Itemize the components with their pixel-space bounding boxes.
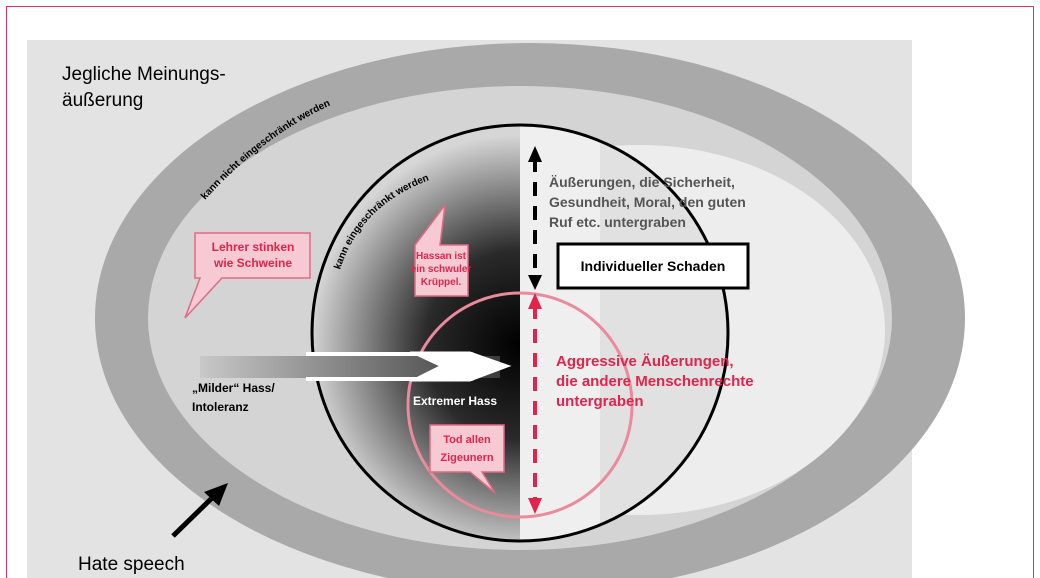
any-expression-label-line1: Jegliche Meinungs-	[62, 64, 226, 85]
arrow-outline	[306, 352, 502, 381]
restrictable-circle	[310, 123, 730, 543]
speech-bubble-gypsies	[429, 424, 505, 494]
bubble3-line2: Zigeunern	[440, 452, 493, 464]
right-text-line3: Ruf etc. untergraben	[549, 214, 686, 230]
hate-speech-pointer-line	[171, 495, 215, 538]
aggressive-line3: untergraben	[556, 393, 644, 410]
individual-harm-box	[556, 242, 750, 290]
mild-hate-line2: Intoleranz	[192, 400, 249, 414]
bubble2-line1: Hassan ist	[416, 251, 467, 262]
bubble2-line3: Krüppel.	[421, 277, 462, 288]
aggressive-circle	[406, 291, 634, 519]
arrowhead-down-black	[528, 275, 542, 290]
individual-harm-label: Individueller Schaden	[581, 258, 726, 274]
speech-bubble-teachers	[184, 232, 311, 319]
aggressive-line2: die andere Menschenrechte	[556, 373, 754, 390]
mild-to-extreme-arrow-band	[200, 356, 500, 378]
arrowhead-up-red	[528, 293, 542, 309]
extreme-hate-label: Extremer Hass	[413, 394, 497, 408]
bubble1-line1: Lehrer stinken	[212, 240, 295, 254]
right-text-line1: Äußerungen, die Sicherheit,	[549, 174, 735, 190]
bubble2-line2: ein schwuler	[411, 264, 472, 275]
aggressive-line1: Aggressive Äußerungen,	[556, 353, 734, 370]
bubble3-line1: Tod allen	[443, 434, 491, 446]
hate-speech-label: Hate speech	[78, 554, 185, 575]
right-text-line2: Gesundheit, Moral, den guten	[549, 194, 746, 210]
mild-hate-line1: „Milder“ Hass/	[192, 381, 275, 395]
arrowhead-down-red	[528, 498, 542, 514]
hate-speech-pointer-head	[204, 483, 228, 506]
arrowhead-up-black	[528, 146, 542, 162]
figure-frame	[6, 6, 1034, 578]
speech-bubble-hassan	[414, 202, 469, 297]
bubble1-line2: wie Schweine	[213, 256, 292, 270]
any-expression-label-line2: äußerung	[62, 90, 143, 111]
